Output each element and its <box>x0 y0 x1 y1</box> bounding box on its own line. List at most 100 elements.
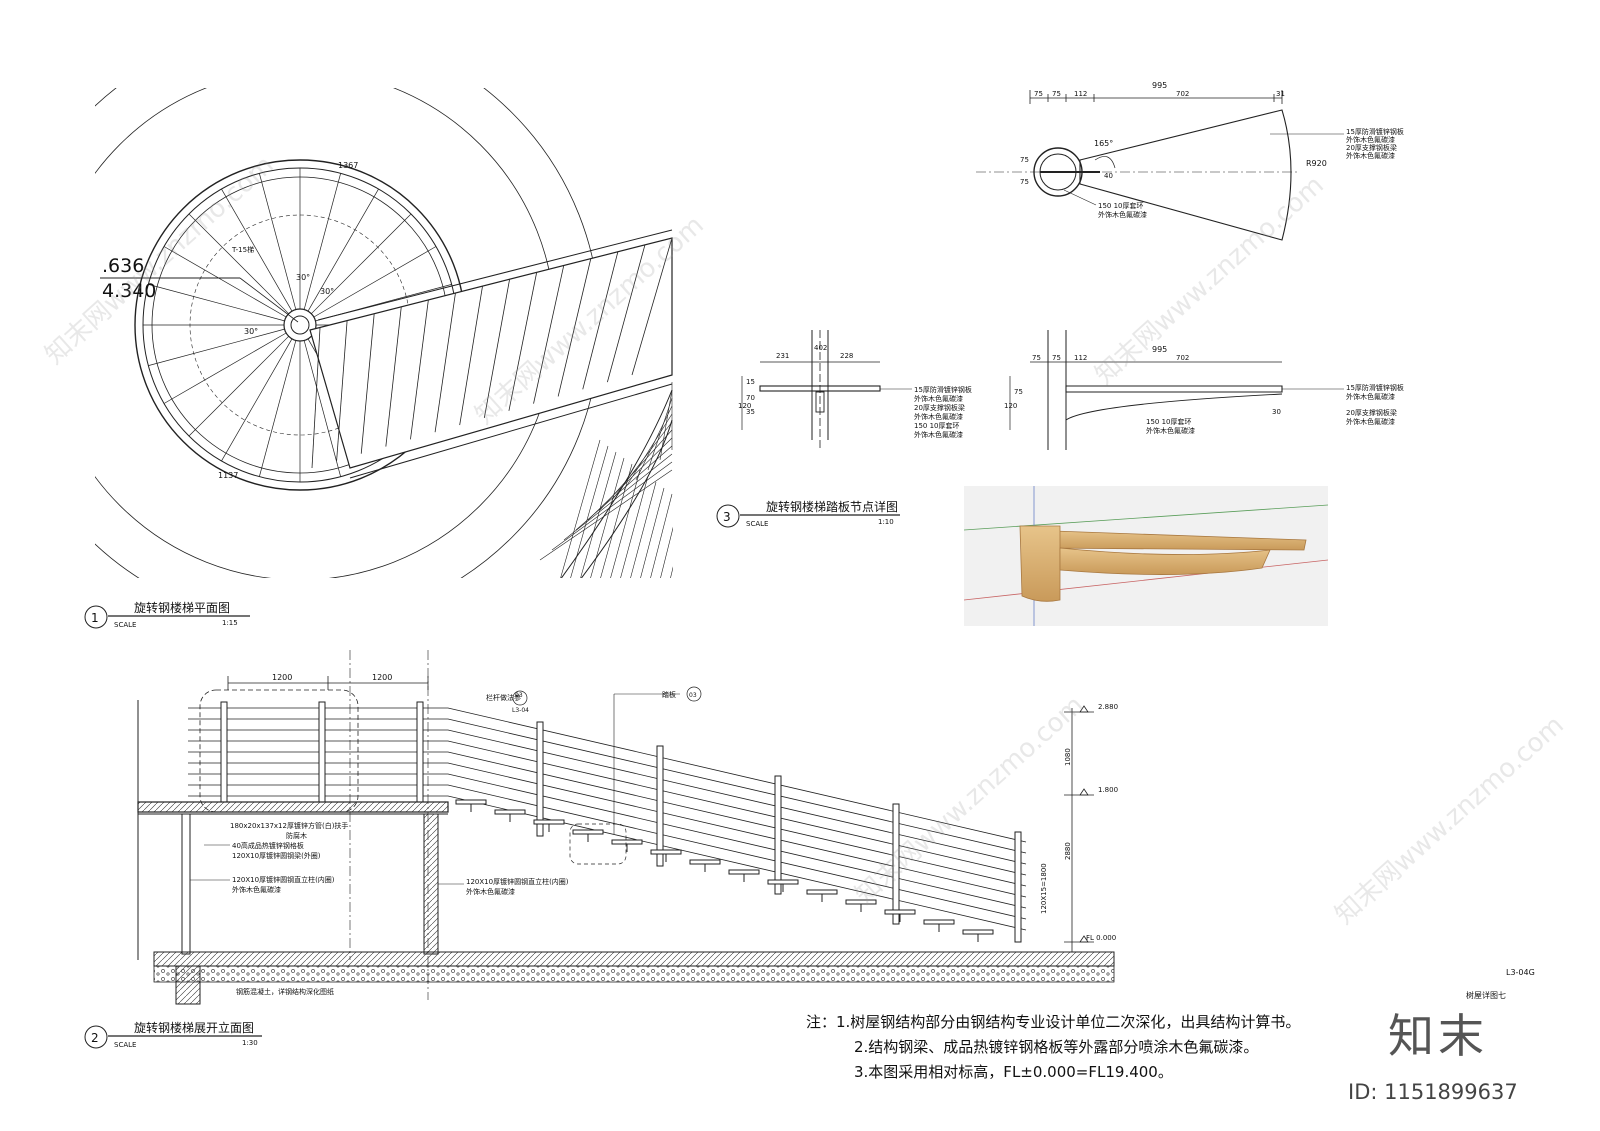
level-top-text: .636 <box>102 255 144 277</box>
plan-view <box>95 88 673 578</box>
annotation: 外饰木色氟碳漆 <box>914 430 963 439</box>
dim-text: 228 <box>840 352 853 360</box>
angle-label: 30° <box>296 273 310 282</box>
level-text: 2.880 <box>1098 703 1118 711</box>
plan-scale: 1:15 <box>222 619 238 627</box>
dim-text: 995 <box>1152 345 1167 354</box>
grid-line <box>560 439 601 578</box>
annotation: 120X10厚镀锌圆钢梁(外圈) <box>232 851 321 860</box>
tread-line <box>410 300 429 440</box>
sheet-number: L3-04G <box>1506 968 1535 977</box>
brand-logo: 知末 <box>1388 1009 1488 1063</box>
dim-text: 1200 <box>272 673 292 682</box>
detail-tread-plan <box>976 90 1300 241</box>
rail-line <box>188 718 1027 854</box>
elevation-title-block: 2 旋转钢楼梯展开立面图 SCALE 1:30 <box>84 1020 262 1049</box>
annotation: 20厚支撑钢板梁 <box>1346 408 1397 417</box>
plan-title-num: 1 <box>91 611 99 625</box>
stair-tread <box>884 909 916 915</box>
ground-slab <box>153 951 1115 967</box>
annotation: 外饰木色氟碳漆 <box>1346 417 1395 426</box>
dim-text: 702 <box>1176 90 1189 98</box>
grid-line <box>620 475 649 578</box>
ref-text: 03 <box>689 692 697 699</box>
section-tread <box>759 385 881 392</box>
stair-tread <box>494 809 526 815</box>
stair-tread <box>728 869 760 875</box>
detail-title: 旋转钢楼梯踏板节点详图 <box>766 499 898 514</box>
elevation-view <box>137 650 1115 1005</box>
annotation: 120X10厚镀锌圆钢直立柱(内圈) <box>232 875 335 884</box>
stair-tread <box>689 859 721 865</box>
sheet-title: 树屋详图七 <box>1466 990 1506 1000</box>
annotation: 外饰木色氟碳漆 <box>232 885 281 894</box>
rail-post <box>536 721 544 837</box>
stair-tread <box>533 819 565 825</box>
grid-line <box>670 566 673 578</box>
detail-section-left <box>741 330 881 450</box>
angle-text: 165° <box>1094 139 1113 148</box>
detail-left-texts: 231 402 228 120 15 70 35 15厚防滑镀锌钢板 外饰木色氟… <box>738 344 972 439</box>
angle-label: 30° <box>320 287 334 296</box>
annotation: 外饰木色氟碳漆 <box>914 394 963 403</box>
annotation: 180x20x137x12厚镀锌方管(白)扶手 <box>230 821 348 830</box>
annotation: 150 10厚套环 <box>914 421 960 430</box>
tread-line <box>303 173 341 310</box>
annotation: 20厚支撑钢板梁 <box>914 403 965 412</box>
grid-line <box>660 526 673 578</box>
angle-label: 30° <box>244 327 258 336</box>
tread-line <box>188 213 289 314</box>
stair-tread <box>845 899 877 905</box>
tread-line <box>148 328 285 366</box>
rail-line <box>188 729 1027 865</box>
annotation: 防腐木 <box>286 831 307 840</box>
ref-text: L3-04 <box>512 707 529 714</box>
annotation: 20厚支撑钢板梁 <box>1346 143 1397 152</box>
note-line-1: 注：1.树屋钢结构部分由钢结构专业设计单位二次深化，出具结构计算书。 <box>806 1013 1301 1031</box>
plan-title: 旋转钢楼梯平面图 <box>134 600 230 615</box>
callout-text: 踏板 <box>662 690 676 699</box>
annotation: 15厚防滑镀锌钢板 <box>914 385 972 394</box>
level-text: 1.800 <box>1098 786 1118 794</box>
tread-line <box>459 286 483 426</box>
rail-line <box>188 707 1027 843</box>
dim-text: 120X15=1800 <box>1040 863 1048 914</box>
dim-text: 120 <box>1004 402 1017 410</box>
dim-text: 112 <box>1074 354 1087 362</box>
tread-line <box>508 272 538 411</box>
dim-text: 995 <box>1152 81 1167 90</box>
grid-line <box>635 405 673 481</box>
plan-texts: .636 4.340 1367 1137 T-15梯 30° 30° 30° <box>100 161 358 480</box>
annotation: 外饰木色氟碳漆 <box>1346 392 1395 401</box>
detail-section-right <box>1009 330 1283 450</box>
ground-gravel <box>153 965 1115 983</box>
tread-fan <box>1079 109 1292 241</box>
annotation: 外饰木色氟碳漆 <box>1146 426 1195 435</box>
rail-post <box>892 803 900 925</box>
dim-text: 402 <box>814 344 827 352</box>
plan-straight-run <box>309 237 673 469</box>
plan-dim-top: 1367 <box>338 161 358 170</box>
grid-line <box>539 469 673 561</box>
stair-tread <box>572 829 604 835</box>
tread-line <box>483 279 510 418</box>
dim-text: 702 <box>1176 354 1189 362</box>
rail-post <box>220 701 228 803</box>
annotation: 150 10厚套环 <box>1098 201 1144 210</box>
grid-line <box>600 463 633 578</box>
note-line-2: 2.结构钢梁、成品热镀锌钢格板等外露部分喷涂木色氟碳漆。 <box>854 1038 1259 1056</box>
stair-tread <box>611 839 643 845</box>
tread-line <box>307 188 379 312</box>
dim-text: 75 <box>1034 90 1043 98</box>
dim-text: 15 <box>746 378 755 386</box>
dim-text: 75 <box>1014 388 1023 396</box>
stair-tread <box>650 849 682 855</box>
annotation: 钢筋混凝土，详钢结构深化图纸 <box>236 987 334 996</box>
tread-line <box>311 327 321 469</box>
annotation: 120X10厚镀锌圆钢直立柱(内圈) <box>466 877 569 886</box>
rail-line <box>188 784 1027 920</box>
dim-text: 75 <box>1020 178 1029 186</box>
grid-line <box>590 457 625 578</box>
column-footing <box>175 965 201 1005</box>
